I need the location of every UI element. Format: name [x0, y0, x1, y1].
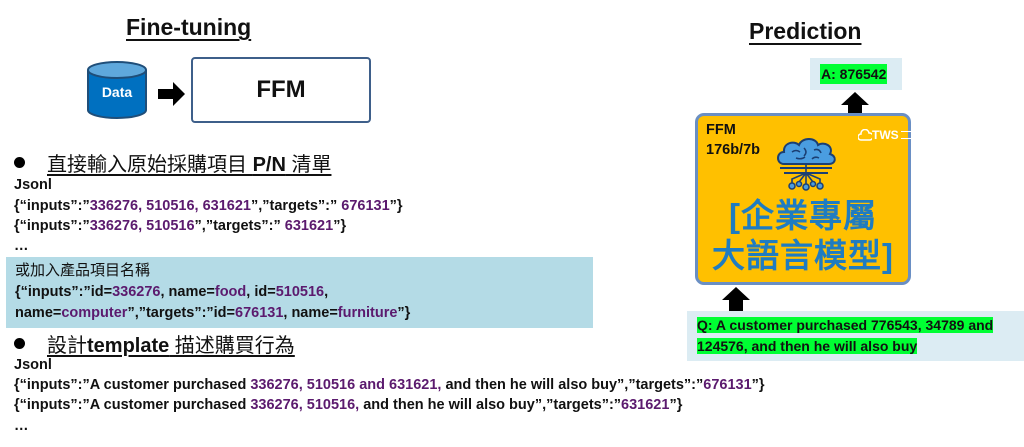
- bullet-icon: [14, 338, 25, 349]
- data-label: Data: [101, 84, 133, 100]
- heading-text: 直接輸入原始採購項目: [47, 154, 253, 176]
- heading-pn: P/N: [252, 154, 286, 176]
- question-line1: Q: A customer purchased 776543, 34789 an…: [697, 317, 994, 333]
- jsonl-line: {“inputs”:”336276, 510516, 631621”,”targ…: [14, 198, 403, 214]
- heading-template: template: [87, 335, 170, 357]
- heading-text: 設計: [47, 335, 87, 357]
- model-title-line2: 大語言模型]: [712, 237, 894, 274]
- answer-panel: A: 876542: [810, 58, 902, 90]
- tws-logo: TWS: [858, 128, 913, 142]
- jsonl-line: name=computer”,”targets”:”id=676131, nam…: [15, 305, 411, 321]
- model-title-line1: [企業專屬: [729, 197, 877, 234]
- jsonl-line: {“inputs”:”A customer purchased 336276, …: [14, 377, 765, 393]
- product-names-heading: 或加入產品項目名稱: [15, 262, 151, 279]
- jsonl-line: {“inputs”:”A customer purchased 336276, …: [14, 397, 683, 413]
- section1-heading: 直接輸入原始採購項目 P/N 清單: [14, 148, 331, 177]
- cloud-logo-icon: [858, 129, 872, 141]
- format-label: Jsonl: [14, 177, 52, 193]
- fine-tuning-title: Fine-tuning: [126, 14, 252, 40]
- arrow-up-icon: [722, 287, 750, 316]
- format-label: Jsonl: [14, 357, 52, 373]
- product-names-panel: 或加入產品項目名稱 {“inputs”:”id=336276, name=foo…: [6, 257, 593, 328]
- section2-heading: 設計template 描述購買行為: [14, 329, 295, 358]
- ai-brain-cloud-icon: [774, 132, 838, 197]
- prediction-title: Prediction: [749, 18, 862, 44]
- heading-tail: 清單: [285, 154, 332, 176]
- question-line2: 124576, and then he will also buy: [697, 338, 918, 354]
- model-name: FFM: [706, 122, 736, 138]
- ffm-label: FFM: [256, 76, 306, 103]
- jsonl-line: {“inputs”:”id=336276, name=food, id=5105…: [15, 284, 329, 300]
- ffm-box: FFM: [191, 57, 371, 123]
- ellipsis: …: [14, 418, 29, 434]
- bullet-icon: [14, 157, 25, 168]
- model-size: 176b/7b: [706, 142, 760, 158]
- jsonl-line: {“inputs”:”336276, 510516”,”targets”:” 6…: [14, 218, 347, 234]
- question-panel: Q: A customer purchased 776543, 34789 an…: [687, 311, 1024, 361]
- heading-tail: 描述購買行為: [169, 335, 295, 357]
- ellipsis: …: [14, 238, 29, 254]
- llm-model-box: FFM 176b/7b TWS [企業專屬 大語言模型]: [695, 113, 913, 285]
- database-icon: Data: [86, 60, 148, 120]
- arrow-up-icon: [841, 92, 869, 121]
- arrow-right-icon: [158, 82, 186, 111]
- answer-text: A: 876542: [820, 64, 888, 84]
